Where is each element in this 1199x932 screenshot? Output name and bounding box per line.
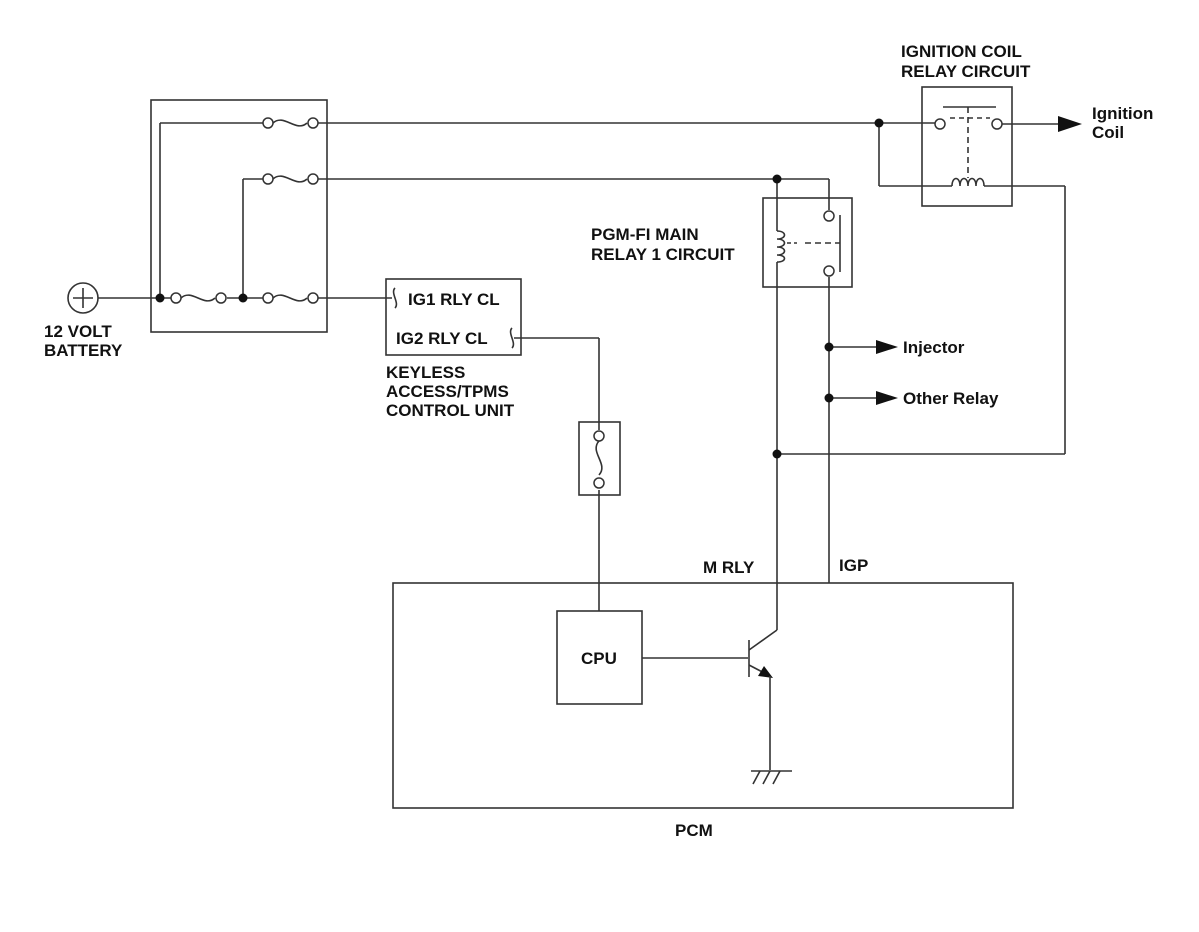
ig2-rly-cl-label: IG2 RLY CL bbox=[396, 329, 488, 348]
ground-symbol bbox=[751, 770, 792, 785]
junction-dot bbox=[874, 118, 884, 128]
ig2-fuse-squiggle bbox=[509, 327, 515, 349]
fuse-ignition-coil-relay bbox=[262, 117, 319, 129]
junction-dot bbox=[772, 174, 782, 184]
fuse-box-bus-wiring bbox=[98, 122, 264, 299]
fuse-main bbox=[170, 292, 227, 304]
fuse-keyless bbox=[262, 292, 319, 304]
igp-label: IGP bbox=[839, 556, 868, 575]
keyless-label-line1: KEYLESS bbox=[386, 363, 465, 382]
arrow-injector bbox=[876, 340, 898, 354]
m-rly-label: M RLY bbox=[703, 558, 755, 577]
arrow-other-relay bbox=[876, 391, 898, 405]
keyless-label-line3: CONTROL UNIT bbox=[386, 401, 515, 420]
pgm-fi-relay-coil bbox=[776, 230, 786, 263]
cpu-label: CPU bbox=[581, 649, 617, 668]
pgm-fi-label-line1: PGM-FI MAIN bbox=[591, 225, 699, 244]
inline-fuse bbox=[578, 421, 621, 496]
junction-dot bbox=[772, 449, 782, 459]
ignition-coil-relay-label-line1: IGNITION COIL bbox=[901, 42, 1022, 61]
wiring bbox=[318, 122, 1066, 630]
ig1-rly-cl-label: IG1 RLY CL bbox=[408, 290, 500, 309]
junction-dot bbox=[238, 293, 248, 303]
pgm-fi-main-relay-box bbox=[762, 197, 853, 288]
battery-symbol bbox=[67, 282, 99, 314]
fuse-box bbox=[150, 99, 328, 333]
driver-transistor bbox=[748, 629, 778, 770]
ignition-coil-relay-box bbox=[921, 86, 1013, 207]
ignition-coil-relay-contacts bbox=[934, 106, 1003, 178]
pgm-fi-relay-contacts bbox=[787, 210, 841, 277]
other-relay-label: Other Relay bbox=[903, 389, 999, 408]
fuse-pgm-fi-main-relay bbox=[262, 173, 319, 185]
ignition-coil-relay-coil bbox=[951, 177, 985, 187]
keyless-label-line2: ACCESS/TPMS bbox=[386, 382, 509, 401]
arrow-ignition-coil bbox=[1058, 116, 1082, 132]
ignition-coil-label-line1: Ignition bbox=[1092, 104, 1153, 123]
battery-label-line1: 12 VOLT bbox=[44, 322, 112, 341]
ignition-coil-label-line2: Coil bbox=[1092, 123, 1124, 142]
keyless-control-unit-box bbox=[385, 278, 522, 356]
pcm-label: PCM bbox=[675, 821, 713, 840]
ignition-coil-relay-label-line2: RELAY CIRCUIT bbox=[901, 62, 1031, 81]
junction-dot bbox=[155, 293, 165, 303]
pgm-fi-label-line2: RELAY 1 CIRCUIT bbox=[591, 245, 735, 264]
battery-label-line2: BATTERY bbox=[44, 341, 123, 360]
junction-dot bbox=[824, 393, 834, 403]
injector-label: Injector bbox=[903, 338, 965, 357]
ig1-fuse-squiggle bbox=[392, 287, 398, 309]
pcm-box bbox=[392, 582, 1014, 809]
junction-dot bbox=[824, 342, 834, 352]
